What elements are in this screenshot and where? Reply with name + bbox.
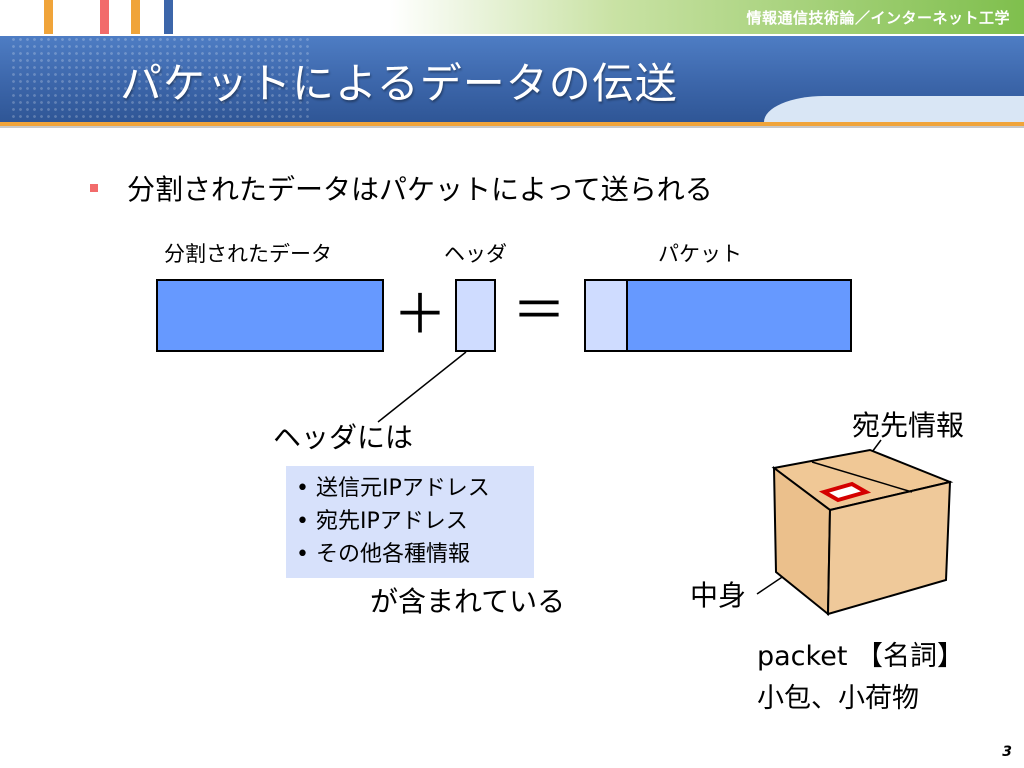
- info-item-source-ip: • 送信元IPアドレス: [296, 476, 490, 501]
- title-underline: [0, 122, 1024, 126]
- title-underline-shadow: [0, 126, 1024, 128]
- packet-header-part: [586, 281, 628, 350]
- label-data: 分割されたデータ: [164, 242, 332, 266]
- label-packet: パケット: [658, 242, 742, 266]
- accent-bar: [44, 0, 53, 34]
- title-band: パケットによるデータの伝送: [0, 36, 1024, 122]
- contains-text: が含まれている: [370, 585, 566, 618]
- accent-bar: [164, 0, 173, 34]
- contents-label: 中身: [690, 579, 747, 612]
- slide-title: パケットによるデータの伝送: [120, 59, 678, 108]
- bullet-text: 分割されたデータはパケットによって送られる: [127, 173, 713, 206]
- header-info-box: • 送信元IPアドレス • 宛先IPアドレス • その他各種情報: [286, 466, 534, 578]
- destination-label: 宛先情報: [852, 409, 965, 442]
- header-block: [455, 279, 496, 352]
- course-name: 情報通信技術論／インターネット工学: [746, 9, 1010, 27]
- packet-definition: packet 【名詞】 小包、小荷物: [757, 636, 964, 720]
- header-leader-line: [377, 351, 467, 423]
- packet-block: [584, 279, 852, 352]
- page-number: 3: [1002, 744, 1012, 760]
- label-header: ヘッダ: [444, 242, 507, 266]
- equals-sign: ＝: [512, 279, 566, 342]
- accent-bar: [131, 0, 140, 34]
- info-item-dest-ip: • 宛先IPアドレス: [296, 509, 468, 534]
- bullet-marker: [90, 184, 98, 192]
- data-block: [156, 279, 384, 352]
- dot-pattern: [10, 36, 310, 122]
- definition-meaning: 小包、小荷物: [757, 683, 919, 714]
- accent-bar: [100, 0, 109, 34]
- definition-word: packet 【名詞】: [757, 641, 964, 672]
- info-item-other: • その他各種情報: [296, 542, 470, 567]
- header-caption: ヘッダには: [273, 421, 414, 454]
- title-curve: [764, 96, 1024, 122]
- plus-sign: ＋: [393, 283, 447, 346]
- package-box-illustration: [771, 448, 954, 617]
